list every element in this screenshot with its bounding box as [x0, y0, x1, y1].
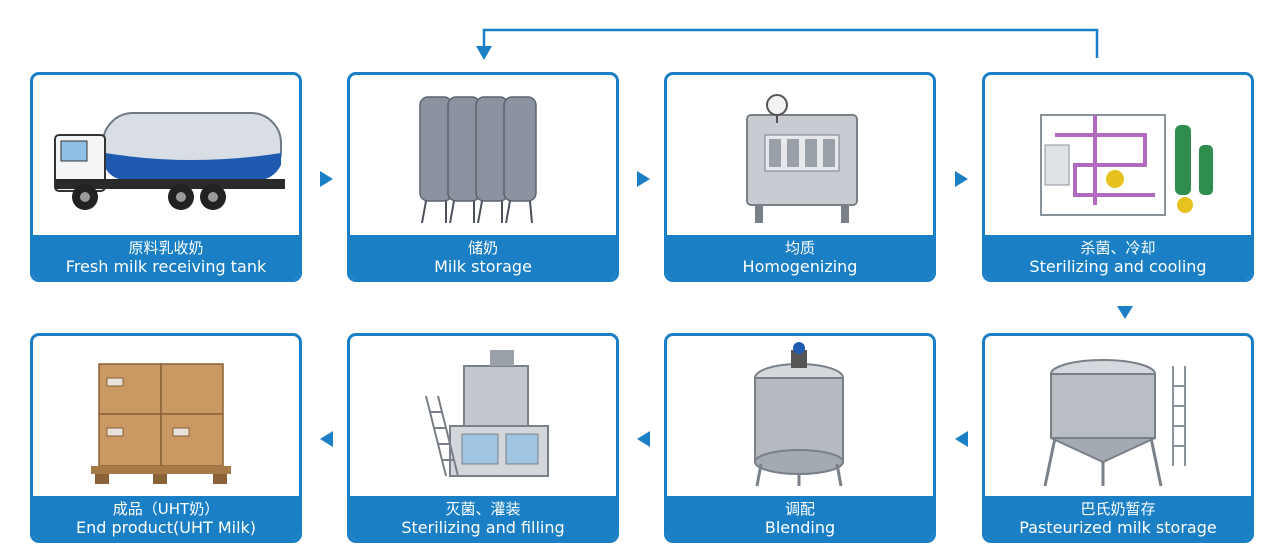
step-label-cn: 均质: [784, 238, 815, 257]
sterilizer-cooling-unit-icon: [1040, 114, 1213, 216]
flow-arrow-right: [637, 171, 650, 187]
milk-tanker-truck-icon: [54, 112, 285, 210]
step-label-cn: 原料乳收奶: [128, 238, 204, 257]
step-label-en: Sterilizing and filling: [401, 517, 565, 537]
step-card-end-product: 成品（UHT奶） End product(UHT Milk): [30, 333, 302, 543]
filling-machine-icon: [425, 350, 549, 477]
return-flow-line: [476, 28, 1099, 60]
step-label: 储奶 Milk storage: [350, 235, 616, 279]
step-label-cn: 储奶: [467, 238, 498, 257]
step-label-en: End product(UHT Milk): [75, 517, 257, 537]
step-label: 杀菌、冷却 Sterilizing and cooling: [985, 235, 1251, 279]
step-label: 调配 Blending: [667, 496, 933, 540]
step-label-cn: 杀菌、冷却: [1080, 238, 1156, 257]
step-label-en: Milk storage: [434, 256, 532, 276]
blending-tank-icon: [754, 342, 844, 487]
step-card-fresh-milk-receiving: 原料乳收奶 Fresh milk receiving tank: [30, 72, 302, 282]
step-label-en: Blending: [764, 517, 836, 537]
flow-arrow-left: [955, 431, 968, 447]
step-label: 成品（UHT奶） End product(UHT Milk): [33, 496, 299, 540]
step-label-cn: 灭菌、灌装: [445, 499, 521, 518]
step-label-en: Sterilizing and cooling: [1029, 256, 1207, 276]
step-label: 灭菌、灌装 Sterilizing and filling: [350, 496, 616, 540]
step-label-en: Fresh milk receiving tank: [65, 256, 267, 276]
storage-silos-icon: [419, 96, 537, 224]
step-card-sterilizing-filling: 灭菌、灌装 Sterilizing and filling: [347, 333, 619, 543]
flow-arrow-left: [637, 431, 650, 447]
pasteurized-storage-tank-icon: [1043, 359, 1186, 487]
homogenizer-icon: [746, 94, 858, 223]
flow-arrow-right: [955, 171, 968, 187]
step-label-en: Homogenizing: [742, 256, 858, 276]
step-label-cn: 巴氏奶暂存: [1080, 499, 1156, 518]
flow-arrow-left: [320, 431, 333, 447]
flow-arrow-down: [1117, 306, 1133, 319]
step-label: 巴氏奶暂存 Pasteurized milk storage: [985, 496, 1251, 540]
step-card-milk-storage: 储奶 Milk storage: [347, 72, 619, 282]
step-label-cn: 调配: [784, 499, 815, 518]
return-arrow-head: [476, 46, 492, 60]
step-label: 均质 Homogenizing: [667, 235, 933, 279]
flow-arrow-right: [320, 171, 333, 187]
step-card-sterilizing-cooling: 杀菌、冷却 Sterilizing and cooling: [982, 72, 1254, 282]
step-label-en: Pasteurized milk storage: [1019, 517, 1217, 537]
step-card-blending: 调配 Blending: [664, 333, 936, 543]
step-label-cn: 成品（UHT奶）: [112, 499, 220, 518]
step-card-pasteurized-storage: 巴氏奶暂存 Pasteurized milk storage: [982, 333, 1254, 543]
step-label: 原料乳收奶 Fresh milk receiving tank: [33, 235, 299, 279]
step-card-homogenizing: 均质 Homogenizing: [664, 72, 936, 282]
boxed-pallet-icon: [91, 363, 231, 484]
